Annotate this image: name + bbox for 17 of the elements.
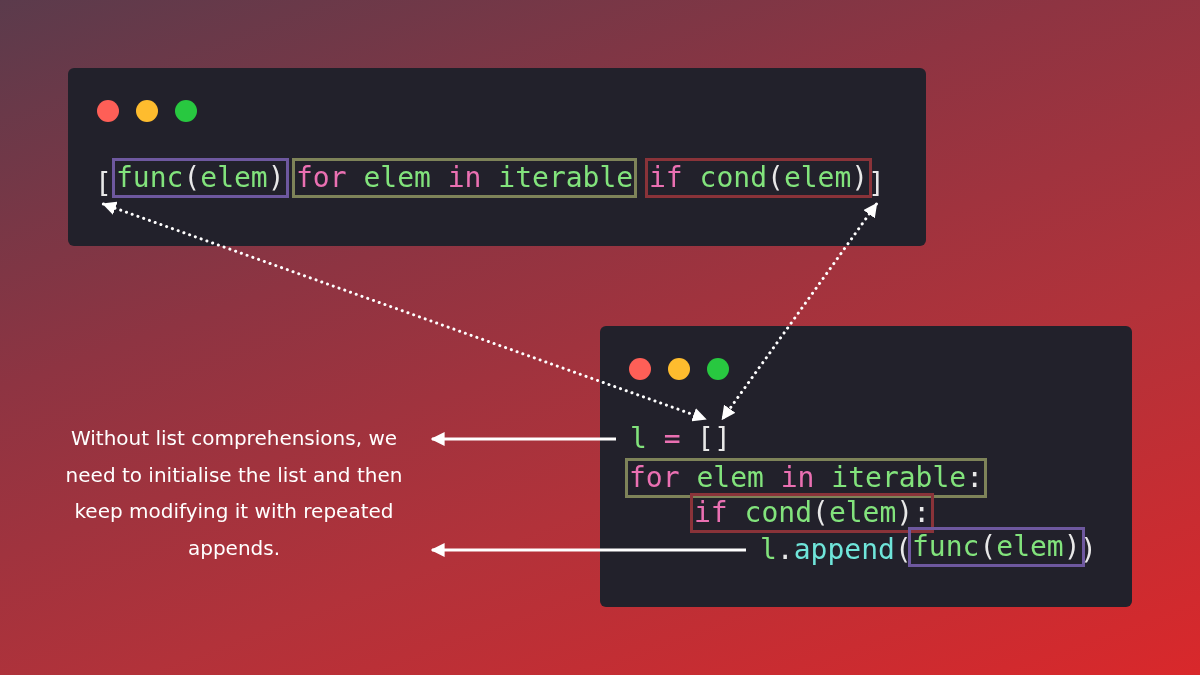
highlighted-code: func(elem): [908, 527, 1085, 567]
code-text: ]: [714, 419, 731, 459]
code-window: [68, 68, 926, 246]
dotted-arrow: [720, 202, 878, 421]
code-text: [: [95, 164, 112, 204]
highlighted-code: for elem in iterable:: [625, 458, 988, 498]
highlighted-code: for elem in iterable: [292, 158, 638, 198]
code-text: l =: [630, 419, 681, 459]
annotation-text: Without list comprehensions, we need to initialise the list and then keep modifying it with repeated appends.: [50, 420, 418, 566]
code-text: [: [697, 419, 714, 459]
code-window: [600, 326, 1132, 607]
arrow: [430, 432, 616, 446]
highlighted-code: func(elem): [112, 158, 289, 198]
arrow: [430, 543, 746, 557]
highlighted-code: if cond(elem): [645, 158, 873, 198]
highlighted-code: if cond(elem):: [690, 493, 935, 533]
dotted-arrow: [101, 201, 707, 422]
